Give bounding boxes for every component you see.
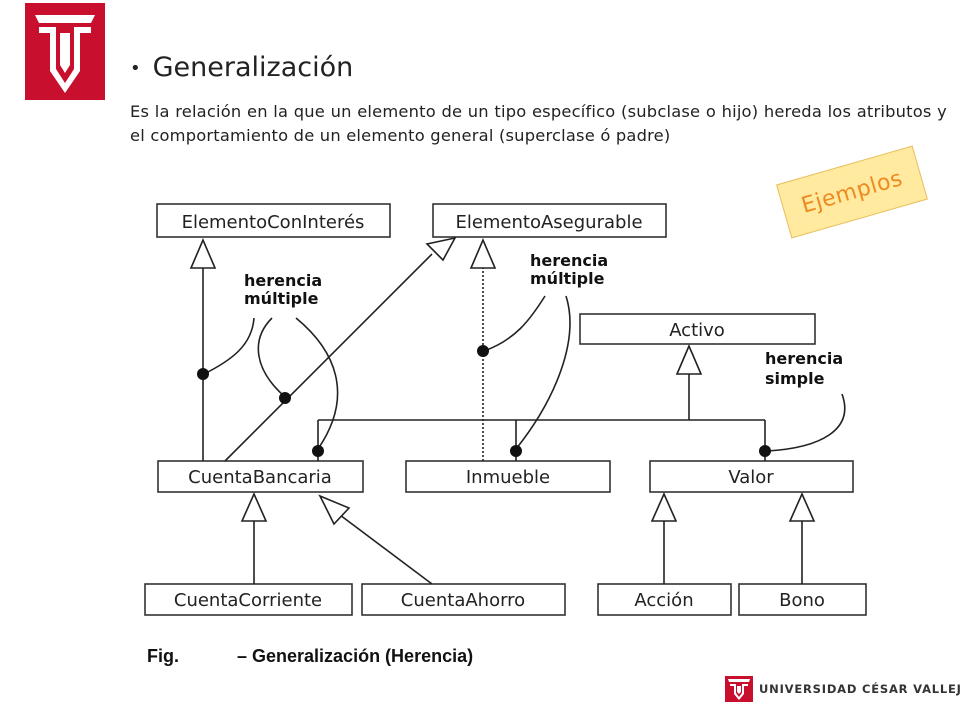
footer-logo-icon <box>725 676 753 702</box>
footer-institution-name: UNIVERSIDAD CÉSAR VALLEJO <box>759 682 960 696</box>
generalization-inmueble-elementoasegurable <box>469 237 497 461</box>
svg-text:simple: simple <box>765 369 825 388</box>
class-cuenta-bancaria: CuentaBancaria <box>157 460 364 493</box>
figure-label: Fig. <box>147 646 179 666</box>
generalization-cuentacorriente-cuentabancaria <box>240 492 268 584</box>
generalization-cuentabancaria-elementoconinteres <box>189 237 217 461</box>
slide-title-text: Generalización <box>152 52 354 83</box>
university-logo-icon <box>25 3 105 100</box>
class-elemento-con-interes: ElementoConInterés <box>156 203 391 238</box>
annotation-herencia-multiple-2: herencia múltiple <box>477 251 608 457</box>
class-label: CuentaBancaria <box>188 467 332 488</box>
class-label: Bono <box>779 590 825 611</box>
class-bono: Bono <box>738 583 867 616</box>
generalization-bus-activo <box>317 343 766 461</box>
figure-caption-text: – Generalización (Herencia) <box>237 646 473 666</box>
class-valor: Valor <box>649 460 854 493</box>
class-activo: Activo <box>579 313 816 345</box>
slide-title: • Generalización <box>130 52 353 83</box>
class-label: Acción <box>634 590 693 611</box>
class-elemento-asegurable: ElementoAsegurable <box>432 203 667 238</box>
svg-text:herencia: herencia <box>244 271 322 290</box>
figure-caption: Fig. – Generalización (Herencia) <box>147 646 473 666</box>
generalization-bono-valor <box>788 492 816 584</box>
svg-text:herencia: herencia <box>530 251 608 270</box>
class-inmueble: Inmueble <box>405 460 611 493</box>
class-label: Valor <box>728 467 774 488</box>
class-label: Inmueble <box>466 467 550 488</box>
class-label: ElementoAsegurable <box>455 212 642 233</box>
generalization-cuentaahorro-cuentabancaria <box>318 494 433 585</box>
generalization-accion-valor <box>650 492 678 584</box>
class-cuenta-corriente: CuentaCorriente <box>144 583 353 616</box>
slide-description: Es la relación en la que un elemento de … <box>130 102 947 145</box>
svg-text:múltiple: múltiple <box>244 289 319 308</box>
svg-text:herencia: herencia <box>765 349 843 368</box>
class-label: CuentaCorriente <box>174 590 322 611</box>
class-label: ElementoConInterés <box>182 212 365 233</box>
footer-brand: UNIVERSIDAD CÉSAR VALLEJO <box>725 676 960 702</box>
class-cuenta-ahorro: CuentaAhorro <box>361 583 566 616</box>
class-label: CuentaAhorro <box>401 590 525 611</box>
bullet-icon: • <box>130 58 141 79</box>
class-label: Activo <box>669 320 725 341</box>
class-accion: Acción <box>597 583 732 616</box>
annotation-herencia-multiple-1: herencia múltiple <box>197 271 339 457</box>
svg-text:múltiple: múltiple <box>530 269 605 288</box>
annotation-herencia-simple: herencia simple <box>759 349 846 457</box>
